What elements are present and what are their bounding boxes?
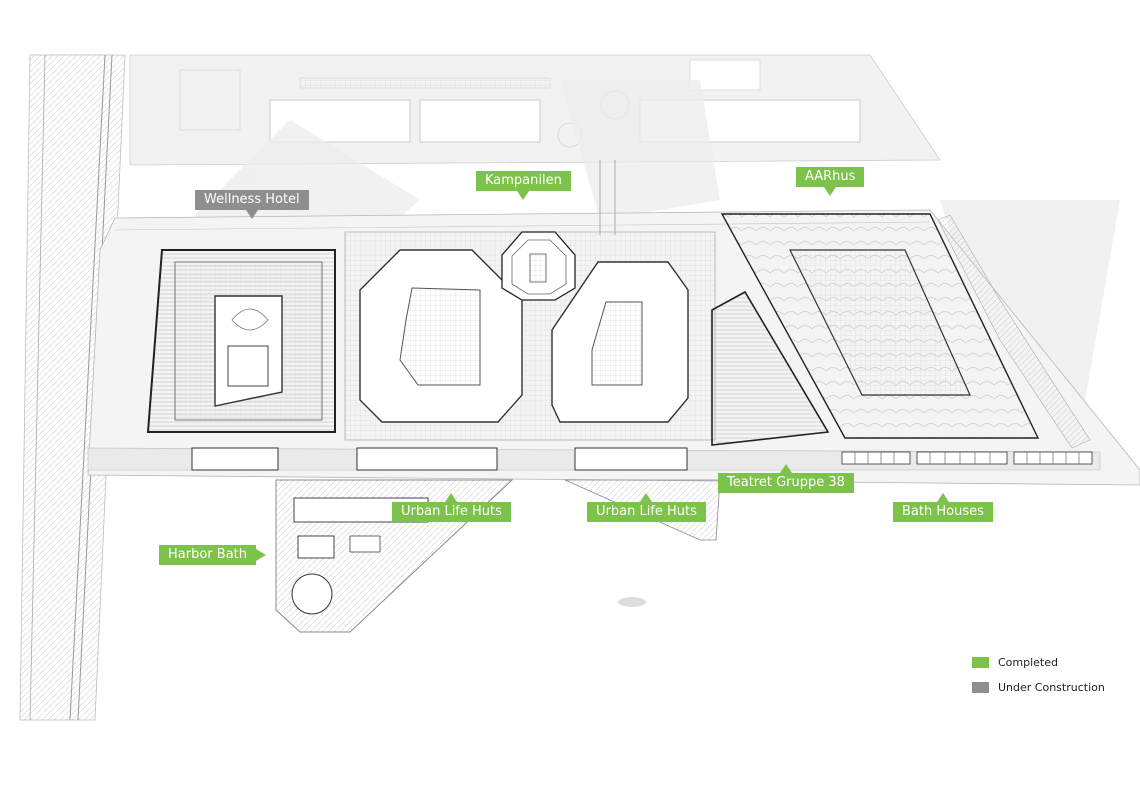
aarhus-block [720, 213, 1091, 449]
label-wellness-hotel: Wellness Hotel [195, 190, 309, 219]
building-left [359, 249, 523, 423]
teatret-block [711, 290, 830, 446]
label-urban-life-huts-2: Urban Life Huts [587, 493, 706, 522]
label-bath-houses: Bath Houses [893, 493, 993, 522]
legend-under-construction-label: Under Construction [998, 680, 1105, 694]
label-teatret-gruppe-38: Teatret Gruppe 38 [718, 464, 854, 493]
building-right [551, 261, 689, 423]
wellness-hotel-block [146, 249, 336, 433]
upper-context [129, 54, 941, 166]
label-kampanilen: Kampanilen [476, 171, 571, 200]
urban-life-huts-strips [191, 447, 688, 471]
legend-completed: Completed [972, 654, 1105, 670]
legend-under-construction: Under Construction [972, 679, 1105, 695]
label-aarhus: AARhus [796, 167, 865, 196]
bath-houses-row [841, 451, 1093, 465]
legend-under-construction-swatch [972, 681, 989, 693]
label-harbor-bath: Harbor Bath [159, 545, 266, 565]
legend-completed-label: Completed [998, 655, 1058, 669]
label-urban-life-huts-1: Urban Life Huts [392, 493, 511, 522]
kampanilen-tower [501, 231, 576, 301]
legend-completed-swatch [972, 656, 989, 668]
legend: Completed Under Construction [972, 654, 1105, 704]
